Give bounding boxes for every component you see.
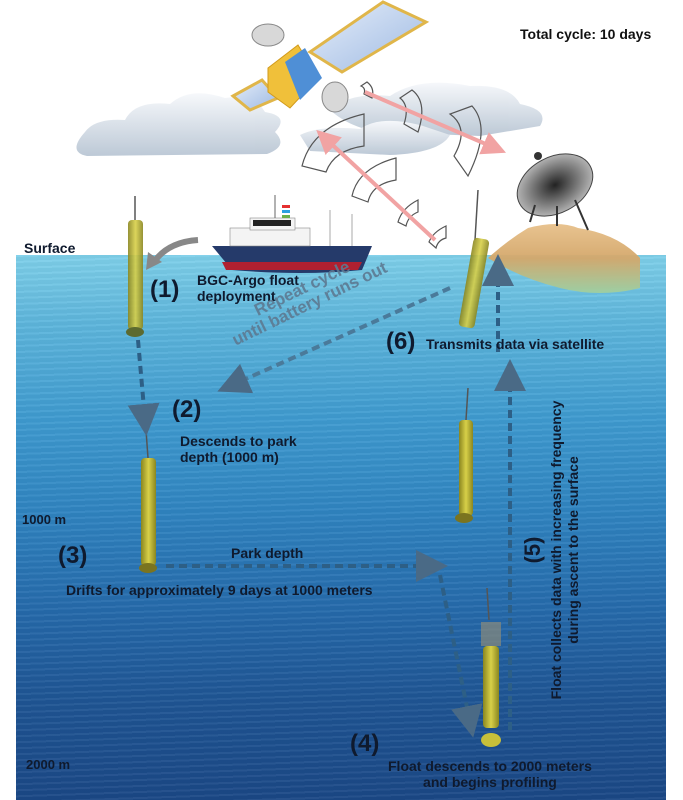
step-5-number: (5)	[520, 536, 545, 564]
ocean-background	[16, 255, 666, 800]
step-3-number: (3)	[58, 542, 88, 569]
step-2-line-1: Descends to park	[180, 433, 297, 449]
depth-label-1000m: 1000 m	[22, 512, 67, 527]
deployment-arrow-icon	[151, 237, 199, 264]
deep-descend-arrow	[438, 574, 483, 738]
step-1-number: (1)	[150, 276, 180, 303]
depth-label-surface: Surface	[24, 240, 76, 256]
repeat-arrow	[217, 286, 451, 394]
step-1-text: BGC-Argo float deployment	[197, 272, 299, 304]
step-4-line-2: and begins profiling	[423, 774, 557, 791]
argo-float-icon	[126, 196, 144, 337]
step-2-line-2: depth (1000 m)	[180, 449, 279, 466]
argo-float-icon	[458, 189, 490, 329]
total-cycle-title: Total cycle: 10 days	[520, 26, 652, 42]
step-2-text: Descends to park depth (1000 m)	[180, 433, 297, 465]
step-6-number: (6)	[386, 328, 416, 355]
satellite-icon	[230, 0, 430, 113]
park-depth-label: Park depth	[231, 545, 304, 561]
step-3-text: Drifts for approximately 9 days at 1000 …	[66, 582, 373, 598]
argo-float-icon	[455, 387, 473, 523]
argo-float-icon	[481, 587, 501, 747]
step-1-line-2: deployment	[197, 288, 276, 305]
step-1-line-1: BGC-Argo float	[197, 272, 299, 288]
step-4-line-1: Float descends to 2000 meters	[388, 758, 592, 774]
cycle-path-arrows	[127, 254, 526, 738]
cloud-icon	[76, 82, 543, 156]
research-ship-icon	[212, 195, 372, 273]
step-4-number: (4)	[350, 730, 380, 757]
step-5-text: (5) Float collects data with increasing …	[520, 360, 582, 740]
deployment-arrowhead-icon	[146, 252, 162, 270]
step-5-line-2: during ascent to the surface	[565, 456, 582, 644]
step-6-text: Transmits data via satellite	[426, 336, 605, 352]
argo-float-icon	[139, 429, 157, 573]
step-2-number: (2)	[172, 396, 202, 423]
island-icon	[488, 224, 640, 293]
ground-station-dish-icon	[516, 152, 594, 231]
ocean-texture	[16, 255, 666, 800]
depth-label-2000m: 2000 m	[26, 757, 71, 772]
step-5-line-1: Float collects data with increasing freq…	[548, 400, 565, 700]
step-4-text: Float descends to 2000 meters and begins…	[388, 758, 592, 790]
descend-arrow	[127, 339, 160, 436]
signal-transmission-arrows	[316, 90, 507, 242]
